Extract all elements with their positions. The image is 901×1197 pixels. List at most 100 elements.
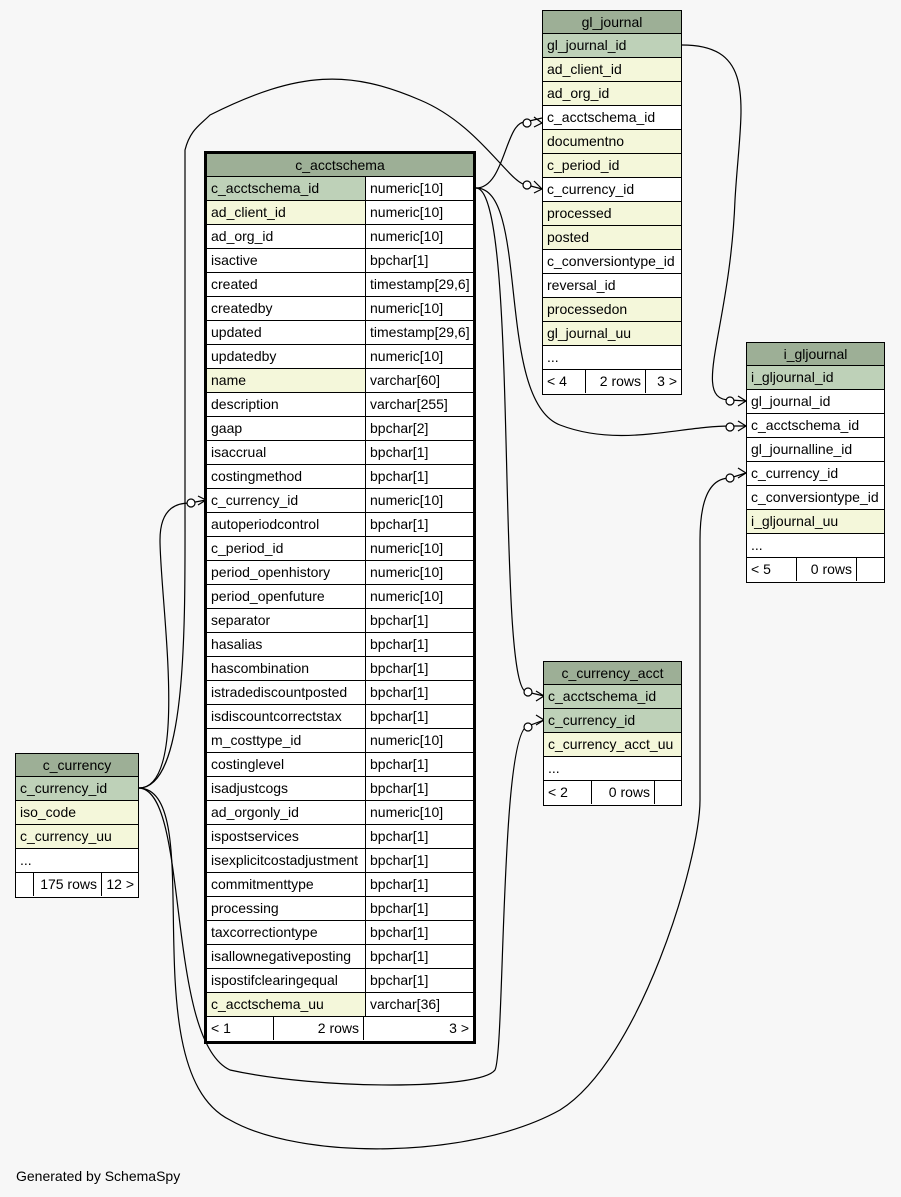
column-name: name — [207, 369, 365, 392]
column-row[interactable]: processed — [543, 202, 681, 226]
column-row[interactable]: c_currency_id — [747, 462, 884, 486]
column-row[interactable]: c_acctschema_id — [747, 414, 884, 438]
column-row[interactable]: c_period_id — [543, 154, 681, 178]
column-name: ad_client_id — [207, 201, 365, 224]
children-link[interactable] — [856, 558, 884, 581]
column-row[interactable]: ... — [747, 534, 884, 558]
column-row[interactable]: gl_journalline_id — [747, 438, 884, 462]
column-row[interactable]: gl_journal_id — [747, 390, 884, 414]
fk-marker-circle — [725, 396, 735, 406]
column-row[interactable]: i_gljournal_uu — [747, 510, 884, 534]
parents-link[interactable]: < 2 — [548, 784, 568, 800]
column-name: ispostifclearingequal — [207, 969, 365, 992]
column-row[interactable]: c_currency_id — [16, 777, 138, 801]
column-row[interactable]: ... — [544, 757, 681, 781]
column-row[interactable]: c_currency_id — [544, 709, 681, 733]
column-row[interactable]: reversal_id — [543, 274, 681, 298]
table-title[interactable]: gl_journal — [543, 11, 681, 34]
column-row[interactable]: gl_journal_id — [543, 34, 681, 58]
column-row[interactable]: iso_code — [16, 801, 138, 825]
column-row[interactable]: ... — [543, 346, 681, 370]
column-row[interactable]: c_conversiontype_id — [543, 250, 681, 274]
children-link[interactable]: 3 > — [645, 370, 681, 393]
column-row[interactable]: c_currency_uu — [16, 825, 138, 849]
column-type: bpchar[1] — [365, 825, 473, 848]
column-row[interactable]: processedon — [543, 298, 681, 322]
column-type: bpchar[2] — [365, 417, 473, 440]
column-row[interactable]: posted — [543, 226, 681, 250]
column-row[interactable]: ad_org_id — [543, 82, 681, 106]
parents-link[interactable]: < 5 — [751, 561, 771, 577]
column-row[interactable]: c_currency_id — [543, 178, 681, 202]
column-row[interactable]: c_conversiontype_id — [747, 486, 884, 510]
column-name: isallownegativeposting — [207, 945, 365, 968]
fk-marker-circle — [523, 687, 533, 697]
column-row[interactable]: gl_journal_uu — [543, 322, 681, 346]
column-row[interactable]: documentno — [543, 130, 681, 154]
column-name: gl_journalline_id — [747, 438, 884, 461]
column-row[interactable]: ... — [16, 849, 138, 873]
parents-link[interactable]: < 4 — [547, 373, 567, 389]
crow-foot-icon — [533, 180, 544, 194]
table-title[interactable]: c_currency_acct — [544, 662, 681, 685]
parents-link[interactable]: < 1 — [211, 1020, 231, 1036]
column-row[interactable]: i_gljournal_id — [747, 366, 884, 390]
column-row[interactable]: c_acctschema_id — [544, 685, 681, 709]
children-link[interactable] — [654, 781, 681, 804]
column-row[interactable]: c_acctschema_id — [543, 106, 681, 130]
children-link[interactable]: 12 > — [101, 873, 138, 896]
column-type: bpchar[1] — [365, 249, 473, 272]
column-name: autoperiodcontrol — [207, 513, 365, 536]
column-name: ad_org_id — [207, 225, 365, 248]
column-row[interactable]: ad_client_id — [543, 58, 681, 82]
column-type: bpchar[1] — [365, 753, 473, 776]
table-title[interactable]: c_acctschema — [207, 154, 473, 177]
table-title[interactable]: i_gljournal — [747, 343, 884, 366]
column-row[interactable]: c_currency_acct_uu — [544, 733, 681, 757]
table-title[interactable]: c_currency — [16, 754, 138, 777]
parents-link[interactable] — [16, 873, 33, 896]
crow-foot-icon — [737, 395, 748, 407]
children-link[interactable]: 3 > — [363, 1017, 473, 1040]
